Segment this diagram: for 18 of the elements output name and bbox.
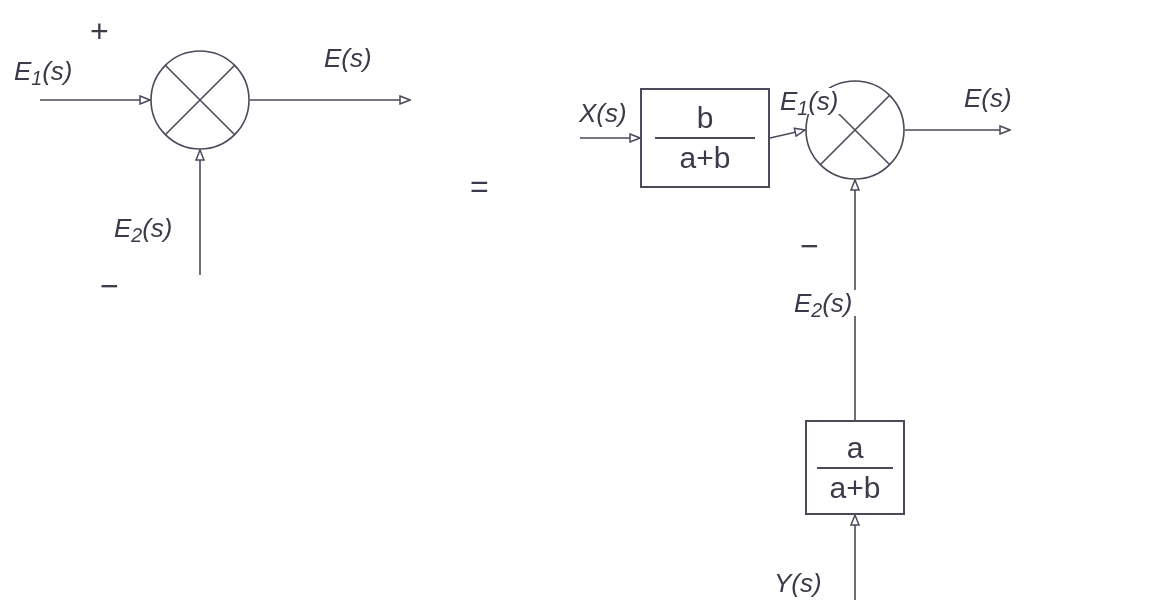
denominator: a+b [829,472,881,503]
sign-label: − [800,230,819,262]
numerator: b [696,103,714,133]
numerator: a [846,432,864,463]
arrow [249,95,411,105]
transfer-function-block [805,420,905,515]
denominator: a+b [679,143,731,173]
arrow [904,125,1011,135]
arrow [850,514,860,601]
arrow [195,149,205,276]
sign-label: = [470,170,489,202]
arrow [39,95,151,105]
arrow [579,133,641,143]
sign-label: + [90,15,109,47]
sign-label: − [100,270,119,302]
arrow [850,179,860,421]
arrow [769,127,806,139]
transfer-function-block [640,88,770,188]
